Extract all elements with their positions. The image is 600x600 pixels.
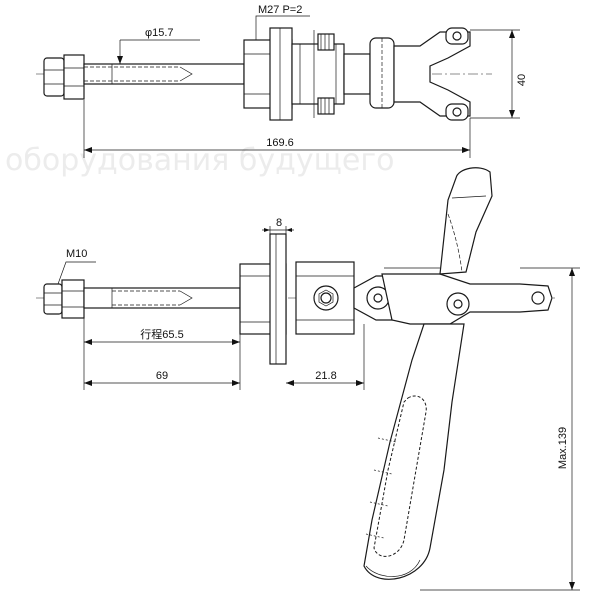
side-lock-nut: [61, 279, 85, 319]
dim-side-height: Max.139: [557, 427, 569, 469]
dim-top-length: 169.6: [266, 137, 294, 149]
side-end-nut: [43, 283, 63, 315]
dim-top-diameter: φ15.7: [145, 27, 174, 39]
top-link-center: [369, 37, 395, 109]
top-link-arm: [343, 53, 371, 95]
dim-side-flange: 8: [276, 217, 282, 229]
dim-side-offset: 21.8: [315, 370, 336, 382]
side-view: Max.139 8 M10 行程65.5 69 21.8: [36, 167, 580, 591]
watermark-slogan: оборудования будущего: [5, 143, 394, 178]
side-flange: [269, 233, 287, 365]
top-mounting-flange: [269, 27, 293, 121]
side-upper-lever: [439, 167, 493, 275]
top-pin-upper: [317, 33, 335, 51]
dim-side-stroke: 行程65.5: [140, 328, 183, 341]
side-handle-grip: [373, 395, 427, 557]
side-lever-handle: [363, 323, 465, 580]
dim-side-length: 69: [156, 370, 168, 382]
watermark: оборудования будущего: [5, 143, 394, 178]
dim-side-bolt: M10: [66, 248, 87, 260]
top-lock-nut: [63, 54, 85, 100]
side-handle-eye: [531, 291, 545, 305]
top-end-nut: [43, 57, 65, 97]
dim-top-height: 40: [516, 74, 528, 86]
dim-top-thread: M27 P=2: [258, 4, 302, 16]
top-view: 40 169.6 φ15.7 M27 P=2: [36, 4, 528, 158]
top-pin-lower: [317, 97, 335, 115]
